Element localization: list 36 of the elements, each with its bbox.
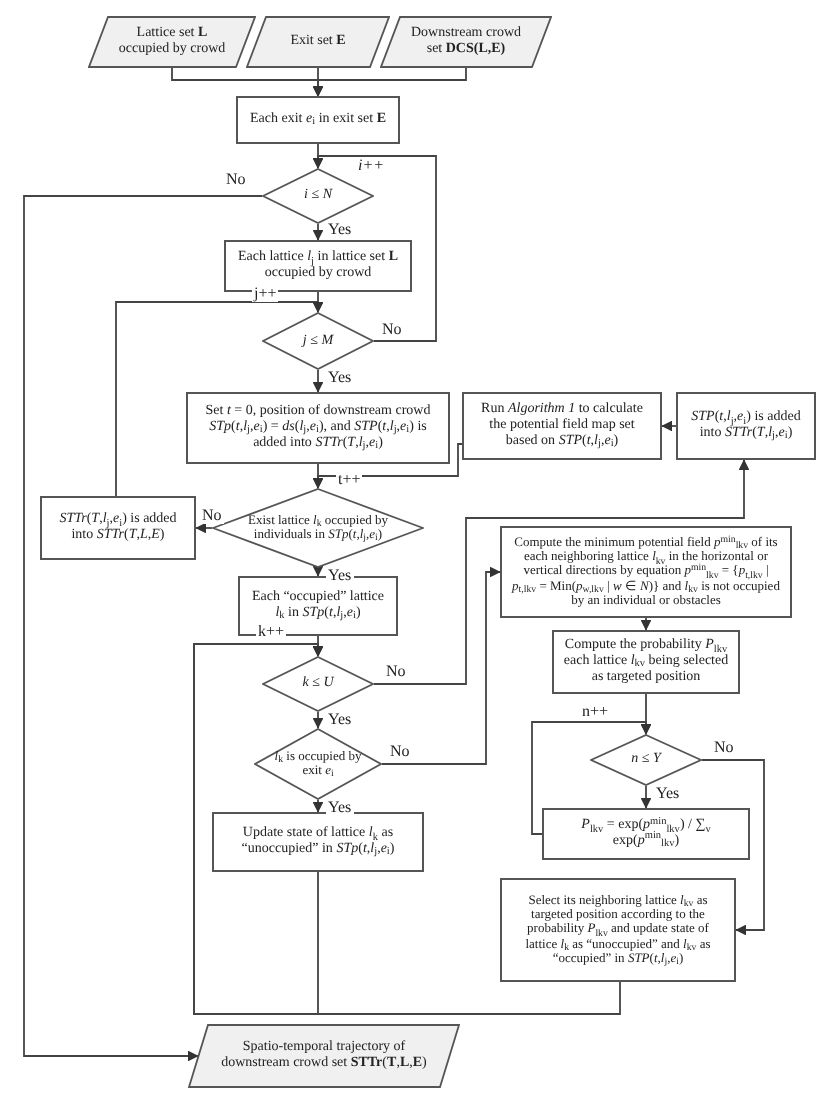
- edge-label: Yes: [326, 712, 354, 728]
- arrow: [312, 443, 463, 489]
- arrow: [312, 565, 324, 577]
- arrow: [640, 617, 652, 631]
- arrow: [373, 459, 750, 685]
- edge-label: No: [380, 322, 404, 338]
- edge-label: Yes: [326, 222, 354, 238]
- arrow: [531, 721, 652, 835]
- arrow: [661, 420, 677, 432]
- arrow: [193, 643, 621, 1015]
- edge-label: Yes: [326, 370, 354, 386]
- loop-label: i++: [356, 158, 387, 174]
- arrow: [312, 223, 324, 241]
- arrow: [115, 301, 324, 497]
- arrow: [312, 67, 467, 97]
- arrow: [701, 759, 765, 936]
- arrow: [312, 155, 437, 342]
- edge-label: No: [388, 744, 412, 760]
- edge-label: No: [712, 740, 736, 756]
- edge-label: Yes: [654, 786, 682, 802]
- edge-label: No: [384, 664, 408, 680]
- edge-label: No: [200, 508, 224, 524]
- edge-label: t++: [336, 472, 363, 488]
- arrow: [312, 799, 324, 813]
- arrow: [640, 785, 652, 809]
- edge-label: No: [224, 172, 248, 188]
- edge-label: j++: [252, 286, 279, 302]
- arrow: [23, 195, 263, 1062]
- arrow: [312, 369, 324, 393]
- arrow: [195, 522, 213, 534]
- edge-label: k++: [256, 624, 287, 640]
- edge-label: Yes: [326, 800, 354, 816]
- arrow: [312, 711, 324, 729]
- edge-label: n++: [580, 704, 611, 720]
- arrow: [381, 566, 501, 765]
- edge-label: Yes: [326, 568, 354, 584]
